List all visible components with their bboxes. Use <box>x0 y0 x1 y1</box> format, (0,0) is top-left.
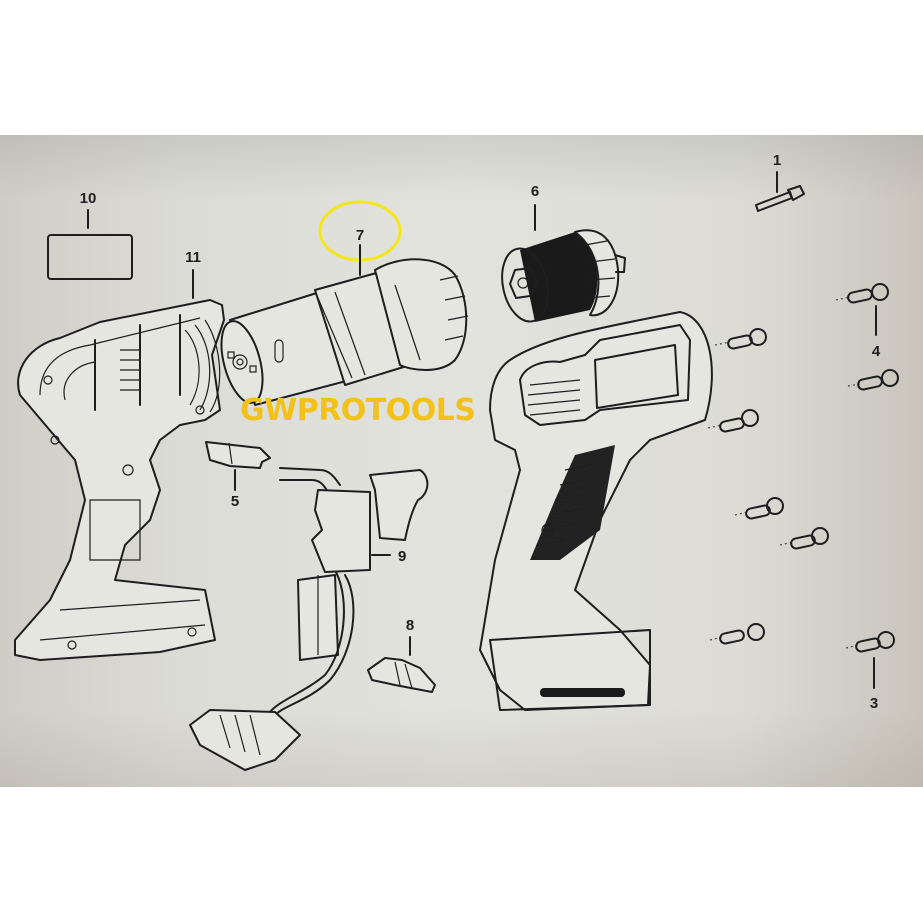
screw-4b <box>847 369 899 391</box>
part-10-nameplate[interactable]: 10 <box>47 190 133 280</box>
diagram-photo-background <box>0 135 923 787</box>
part-11-left-housing[interactable]: 11 <box>14 249 225 661</box>
part-5-slider[interactable]: 5 <box>205 441 271 510</box>
label-9: 9 <box>398 548 406 565</box>
part-6-chuck[interactable]: 6 <box>496 183 626 326</box>
label-3: 3 <box>870 695 878 712</box>
watermark: GWPROTOOLS <box>240 393 476 428</box>
part-7-motor-gearbox[interactable]: 7 <box>214 200 469 407</box>
label-5: 5 <box>231 493 239 510</box>
label-6: 6 <box>531 183 539 200</box>
screw-mid-5 <box>709 623 765 645</box>
part-1-chuck-screw[interactable]: 1 <box>755 152 805 212</box>
right-housing[interactable] <box>479 311 713 711</box>
screw-mid-2 <box>707 409 759 433</box>
label-11: 11 <box>185 249 201 266</box>
part-9-trigger-switch[interactable]: 9 <box>189 467 429 771</box>
label-1: 1 <box>773 152 781 169</box>
screw-4a <box>835 283 889 304</box>
screw-mid-1 <box>714 328 767 350</box>
label-4: 4 <box>872 343 881 360</box>
screws[interactable]: 4 3 <box>707 283 899 712</box>
label-7: 7 <box>356 227 364 244</box>
screw-mid-3 <box>734 497 784 520</box>
screw-mid-4 <box>779 527 829 550</box>
label-8: 8 <box>406 617 414 634</box>
screw-3 <box>845 631 895 653</box>
part-8-battery-latch[interactable]: 8 <box>367 617 436 693</box>
label-10: 10 <box>80 190 97 207</box>
